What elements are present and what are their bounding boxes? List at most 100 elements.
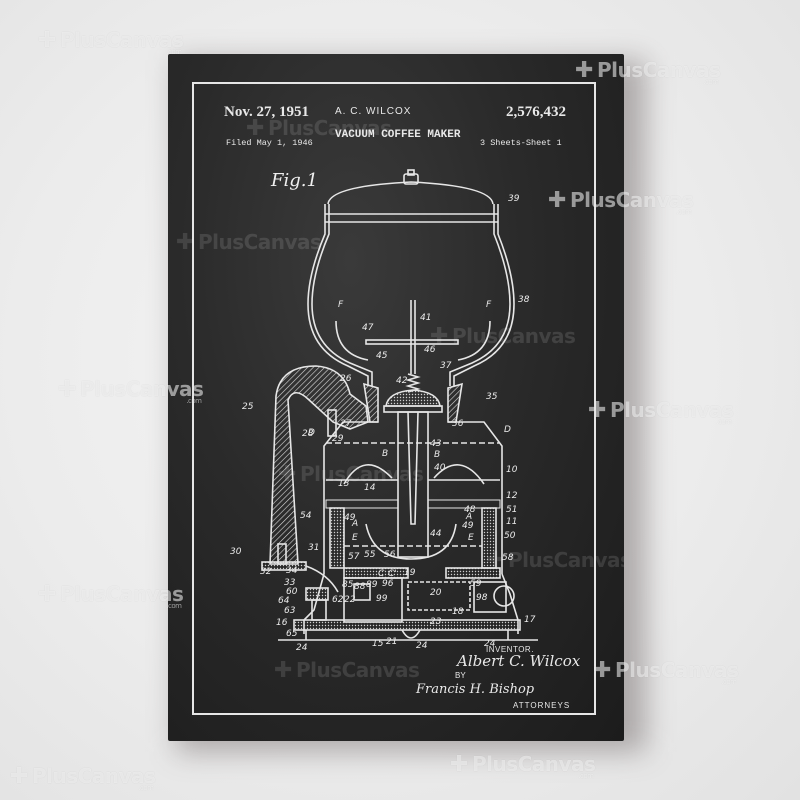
- svg-text:B: B: [382, 449, 388, 459]
- spout-arm: [261, 365, 369, 593]
- svg-text:18: 18: [452, 607, 464, 617]
- svg-text:98: 98: [476, 593, 488, 603]
- svg-text:89: 89: [366, 580, 378, 590]
- svg-text:41: 41: [420, 313, 431, 323]
- svg-text:F: F: [338, 300, 344, 310]
- svg-text:13: 13: [338, 479, 350, 489]
- watermark-suffix: .com: [716, 418, 732, 426]
- plus-logo-icon: ✚: [38, 582, 56, 607]
- svg-text:17: 17: [524, 615, 536, 625]
- svg-text:21: 21: [386, 637, 397, 647]
- svg-text:54: 54: [300, 511, 312, 521]
- svg-text:12: 12: [506, 491, 518, 501]
- svg-text:11: 11: [506, 517, 517, 527]
- patent-date: Nov. 27, 1951: [224, 104, 310, 120]
- svg-text:47: 47: [362, 323, 374, 333]
- svg-text:50: 50: [504, 531, 516, 541]
- canvas-print: Nov. 27, 1951 A. C. WILCOX 2,576,432 Fil…: [168, 54, 624, 741]
- svg-text:96: 96: [382, 579, 394, 589]
- svg-text:29: 29: [332, 434, 344, 444]
- svg-text:62: 62: [332, 595, 344, 605]
- svg-text:58: 58: [502, 553, 514, 563]
- patent-title: VACUUM COFFEE MAKER: [335, 129, 461, 141]
- svg-text:65: 65: [286, 629, 298, 639]
- svg-text:C': C': [388, 569, 397, 579]
- svg-text:A: A: [351, 519, 358, 529]
- plus-logo-icon: ✚: [58, 377, 76, 402]
- svg-text:16: 16: [276, 618, 288, 628]
- svg-text:45: 45: [376, 351, 388, 361]
- watermark-suffix: .com: [721, 678, 737, 686]
- plus-logo-icon: ✚: [10, 764, 28, 789]
- svg-text:35: 35: [486, 392, 498, 402]
- watermark-text: PlusCanvas: [59, 28, 184, 52]
- svg-text:36: 36: [452, 419, 464, 429]
- svg-text:46: 46: [424, 345, 436, 355]
- svg-text:24: 24: [296, 643, 308, 653]
- watermark-suffix: .com: [578, 772, 594, 780]
- patent-inventor-header: A. C. WILCOX: [335, 106, 412, 117]
- svg-text:60: 60: [286, 587, 298, 597]
- svg-text:15: 15: [372, 639, 384, 649]
- svg-text:22: 22: [344, 595, 356, 605]
- svg-text:19: 19: [404, 568, 416, 578]
- base: [278, 567, 538, 641]
- inventor-name: Albert C. Wilcox: [457, 652, 581, 670]
- watermark-suffix: .com: [138, 784, 154, 792]
- svg-text:49: 49: [462, 521, 474, 531]
- svg-text:64: 64: [278, 596, 290, 606]
- svg-text:48: 48: [464, 505, 476, 515]
- svg-text:30: 30: [230, 547, 242, 557]
- plus-logo-icon: ✚: [450, 752, 468, 777]
- watermark-text: PlusCanvas: [59, 582, 184, 606]
- svg-text:88: 88: [354, 582, 366, 592]
- patent-number: 2,576,432: [506, 104, 566, 120]
- svg-text:44: 44: [430, 529, 442, 539]
- svg-text:24: 24: [416, 641, 428, 651]
- filter-assembly: [363, 373, 463, 558]
- attorneys-label: ATTORNEYS: [513, 701, 571, 710]
- svg-text:37: 37: [440, 361, 452, 371]
- inner-border: [192, 82, 596, 715]
- svg-text:D: D: [504, 425, 511, 435]
- svg-text:24: 24: [484, 639, 496, 649]
- patent-filed-date: Filed May 1, 1946: [226, 138, 313, 148]
- svg-text:27: 27: [340, 419, 352, 429]
- svg-text:99: 99: [376, 594, 388, 604]
- svg-text:23: 23: [430, 617, 442, 627]
- upper-bowl: [307, 169, 515, 386]
- svg-text:E: E: [468, 533, 474, 543]
- svg-text:D: D: [308, 428, 315, 438]
- svg-text:34: 34: [286, 566, 298, 576]
- svg-text:26: 26: [340, 374, 352, 384]
- svg-text:85: 85: [342, 580, 354, 590]
- svg-text:E: E: [352, 533, 358, 543]
- svg-text:C: C: [378, 569, 385, 579]
- svg-text:57: 57: [348, 552, 360, 562]
- svg-text:10: 10: [506, 465, 518, 475]
- svg-text:25: 25: [242, 402, 254, 412]
- svg-text:28: 28: [302, 429, 314, 439]
- svg-text:40: 40: [434, 463, 446, 473]
- watermark-text: PlusCanvas: [471, 752, 596, 776]
- attorney-signature: Francis H. Bishop: [416, 682, 535, 697]
- by-label: BY: [455, 671, 466, 680]
- reference-labels: 39 38 F F 47 41 45 46 42 37 35 36 26 25 …: [230, 194, 536, 653]
- watermark-suffix: .com: [676, 208, 692, 216]
- figure-label: Fig.1: [271, 170, 318, 191]
- watermark: ✚PlusCanvas.com: [10, 764, 156, 792]
- watermark: ✚PlusCanvas.com: [450, 752, 596, 780]
- svg-text:42: 42: [396, 376, 408, 386]
- watermark-suffix: .com: [703, 78, 719, 86]
- coffee-maker-drawing: 39 38 F F 47 41 45 46 42 37 35 36 26 25 …: [230, 169, 538, 653]
- inventor-label: INVENTOR.: [486, 645, 534, 654]
- svg-text:49: 49: [344, 513, 356, 523]
- svg-text:56: 56: [384, 550, 396, 560]
- svg-text:39: 39: [508, 194, 520, 204]
- svg-text:B: B: [434, 450, 440, 460]
- svg-text:43: 43: [430, 439, 442, 449]
- patent-sheets: 3 Sheets-Sheet 1: [480, 138, 562, 148]
- svg-text:F: F: [486, 300, 492, 310]
- svg-text:33: 33: [284, 578, 296, 588]
- svg-text:63: 63: [284, 606, 296, 616]
